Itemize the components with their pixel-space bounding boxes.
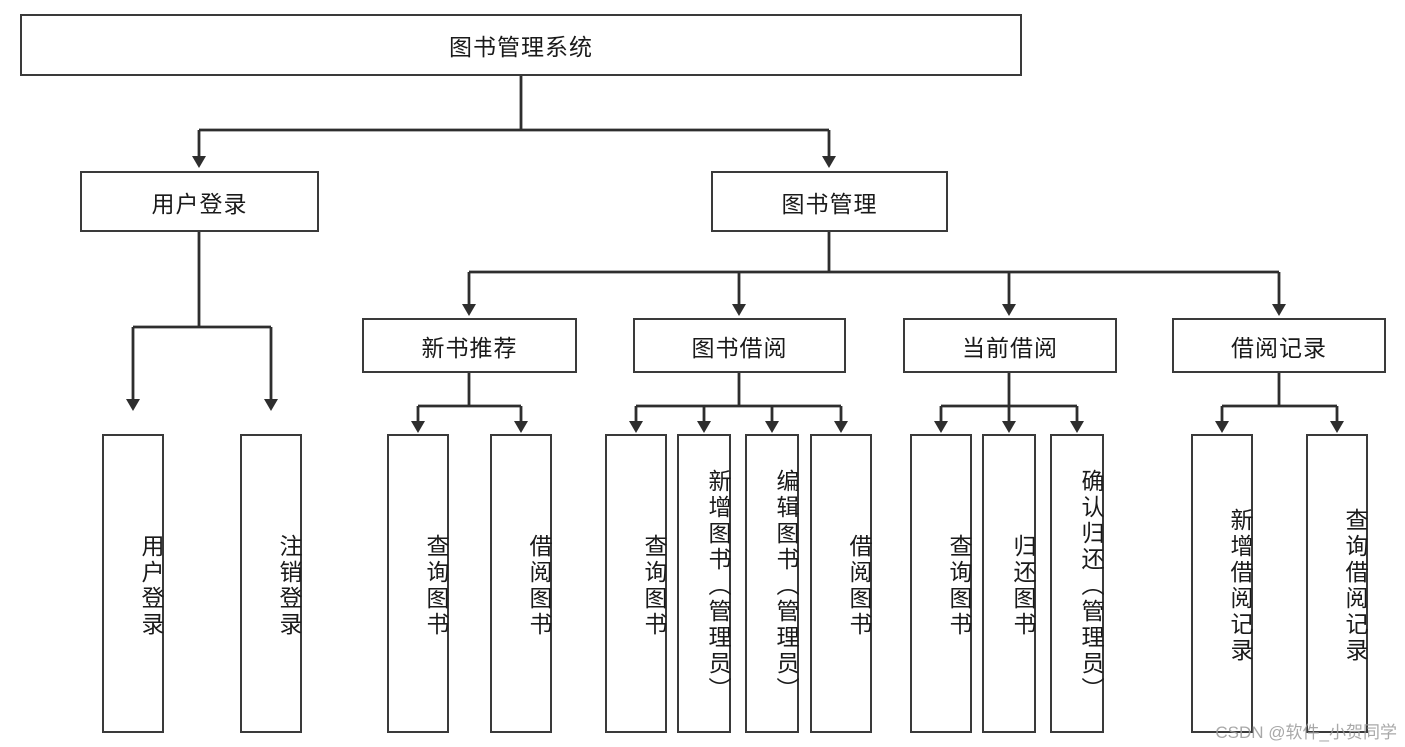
leaf-return-book-label: 归还图书	[1010, 533, 1036, 638]
node-current-borrow-label: 当前借阅	[962, 334, 1058, 361]
csdn-watermark: CSDN @软件_小贺同学	[1215, 723, 1397, 742]
node-borrow-record-label: 借阅记录	[1231, 334, 1327, 361]
leaf-add-book-label: 新增图书（管理员）	[705, 468, 731, 703]
leaf-query-book-2-label: 查询图书	[641, 533, 667, 638]
leaf-query-book-1[interactable]: 查询图书	[387, 434, 449, 733]
leaf-user-login[interactable]: 用户登录	[102, 434, 164, 733]
leaf-edit-book-label: 编辑图书（管理员）	[773, 468, 799, 703]
node-book-borrow[interactable]: 图书借阅	[633, 318, 846, 373]
leaf-query-book-2[interactable]: 查询图书	[605, 434, 667, 733]
node-book-borrow-label: 图书借阅	[691, 334, 788, 361]
node-user-login-label: 用户登录	[151, 190, 248, 217]
leaf-query-book-3-label: 查询图书	[946, 533, 972, 638]
leaf-add-record-label: 新增借阅记录	[1227, 507, 1253, 664]
leaf-add-book[interactable]: 新增图书（管理员）	[677, 434, 731, 733]
node-book-manage-label: 图书管理	[781, 190, 878, 217]
leaf-borrow-book-1-label: 借阅图书	[526, 533, 552, 638]
node-current-borrow[interactable]: 当前借阅	[903, 318, 1117, 373]
leaf-logout-login-label: 注销登录	[276, 533, 302, 638]
node-new-book-recommend-label: 新书推荐	[421, 334, 518, 361]
node-borrow-record[interactable]: 借阅记录	[1172, 318, 1386, 373]
leaf-add-record[interactable]: 新增借阅记录	[1191, 434, 1253, 733]
leaf-return-book[interactable]: 归还图书	[982, 434, 1036, 733]
leaf-borrow-book-1[interactable]: 借阅图书	[490, 434, 552, 733]
node-root[interactable]: 图书管理系统	[20, 14, 1022, 76]
leaf-confirm-return[interactable]: 确认归还（管理员）	[1050, 434, 1104, 733]
leaf-borrow-book-2-label: 借阅图书	[846, 533, 872, 638]
node-book-manage[interactable]: 图书管理	[711, 171, 948, 232]
node-new-book-recommend[interactable]: 新书推荐	[362, 318, 577, 373]
leaf-query-record[interactable]: 查询借阅记录	[1306, 434, 1368, 733]
node-user-login[interactable]: 用户登录	[80, 171, 319, 232]
leaf-confirm-return-label: 确认归还（管理员）	[1078, 468, 1104, 703]
leaf-logout-login[interactable]: 注销登录	[240, 434, 302, 733]
leaf-borrow-book-2[interactable]: 借阅图书	[810, 434, 872, 733]
leaf-query-record-label: 查询借阅记录	[1342, 507, 1368, 664]
node-root-label: 图书管理系统	[449, 34, 593, 60]
leaf-edit-book[interactable]: 编辑图书（管理员）	[745, 434, 799, 733]
leaf-user-login-label: 用户登录	[138, 533, 164, 638]
leaf-query-book-3[interactable]: 查询图书	[910, 434, 972, 733]
leaf-query-book-1-label: 查询图书	[423, 533, 449, 638]
